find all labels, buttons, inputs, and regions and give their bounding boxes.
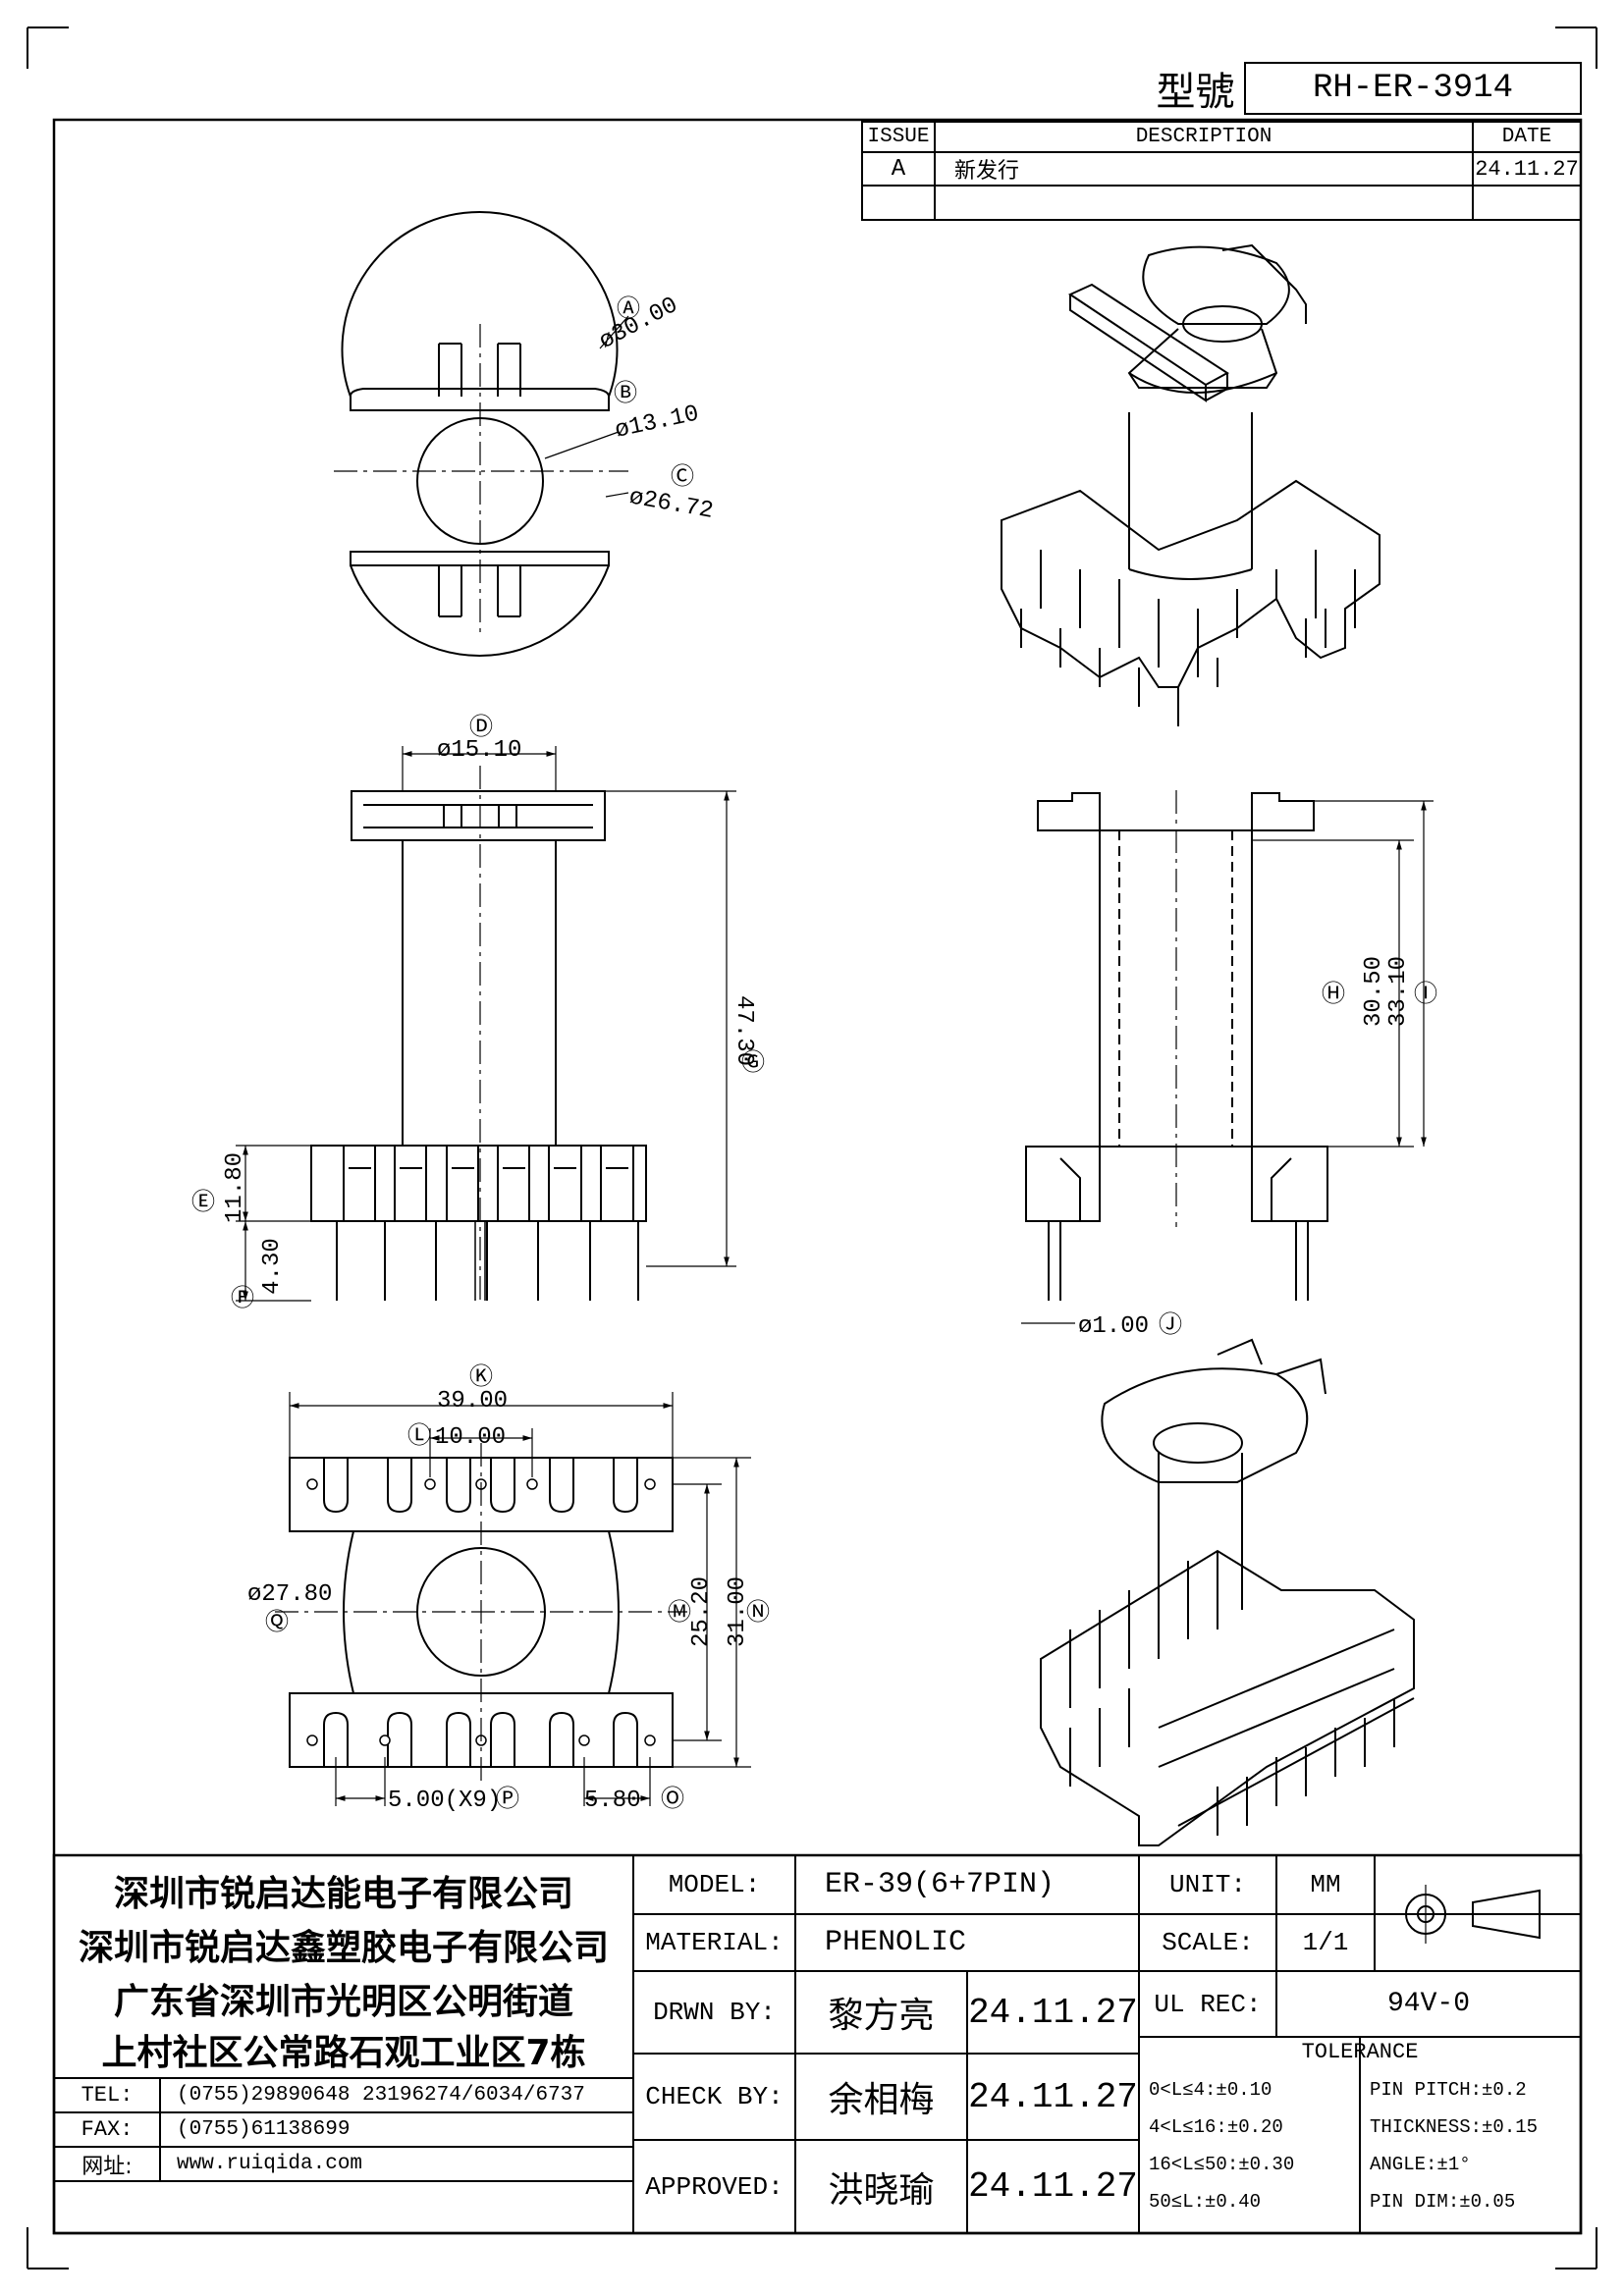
tolerance-right-4: PIN DIM:±0.05 [1370, 2191, 1516, 2213]
revision-table [861, 121, 1582, 221]
scale-label: SCALE: [1162, 1928, 1254, 1957]
rev-col-description: DESCRIPTION [1135, 126, 1272, 148]
dim-marker-i: Ⓘ [1414, 981, 1437, 1009]
dim-g: 47.30 [731, 995, 757, 1066]
tolerance-left-4: 50≤L:±0.40 [1149, 2191, 1262, 2213]
rev-col-date: DATE [1501, 126, 1552, 148]
dim-i: 33.10 [1385, 956, 1412, 1027]
ul-rec-value: 94V-0 [1386, 1989, 1470, 2019]
company-line-2: 深圳市锐启达鑫塑胶电子有限公司 [78, 1928, 609, 1968]
rev-date: 24.11.27 [1475, 156, 1579, 182]
dim-marker-f: Ⓕ [231, 1285, 254, 1313]
approved-name: 洪晓瑜 [828, 2169, 935, 2211]
model-label: 型號 [1156, 70, 1235, 115]
rev-col-issue: ISSUE [867, 126, 930, 148]
dim-marker-d: Ⓓ [469, 714, 493, 742]
unit-label: UNIT: [1168, 1870, 1246, 1899]
dim-m: 25.20 [688, 1576, 715, 1647]
drawn-by-name: 黎方亮 [828, 1996, 935, 2036]
dim-marker-b: Ⓑ [614, 380, 637, 408]
top-view [334, 211, 629, 657]
web-value: www.ruiqida.com [177, 2153, 363, 2175]
dim-marker-k: Ⓚ [469, 1363, 493, 1392]
dim-p: 5.00(X9) [388, 1788, 501, 1814]
dim-o: 5.80 [584, 1788, 641, 1814]
approved-date: 24.11.27 [968, 2166, 1138, 2207]
tolerance-left-1: 0<L≤4:±0.10 [1149, 2079, 1272, 2101]
bottom-view [275, 1392, 751, 1806]
dim-n: 31.00 [725, 1576, 751, 1647]
dim-e: 11.80 [222, 1152, 248, 1223]
dim-marker-j: Ⓙ [1159, 1311, 1182, 1340]
tolerance-left-3: 16<L≤50:±0.30 [1149, 2154, 1295, 2175]
dim-c: ø26.72 [627, 484, 716, 525]
fax-value: (0755)61138699 [177, 2118, 351, 2141]
fax-label: FAX: [81, 2117, 134, 2142]
isometric-view-top [1001, 243, 1380, 726]
dim-marker-c: Ⓒ [671, 463, 694, 492]
dim-j: ø1.00 [1078, 1313, 1149, 1340]
tolerance-right-2: THICKNESS:±0.15 [1370, 2116, 1539, 2138]
dim-marker-l: Ⓛ [407, 1422, 431, 1451]
company-line-1: 深圳市锐启达能电子有限公司 [113, 1874, 573, 1914]
dim-f: 4.30 [259, 1238, 286, 1295]
approved-label: APPROVED: [645, 2171, 784, 2202]
dim-marker-q: Ⓠ [265, 1609, 289, 1637]
tolerance-right-1: PIN PITCH:±0.2 [1370, 2079, 1527, 2101]
unit-value: MM [1310, 1870, 1341, 1899]
tolerance-right-3: ANGLE:±1° [1370, 2154, 1471, 2175]
tel-label: TEL: [81, 2083, 134, 2108]
dim-marker-h: Ⓗ [1322, 981, 1345, 1009]
front-view [236, 746, 736, 1306]
dim-d: ø15.10 [437, 737, 521, 764]
check-date: 24.11.27 [968, 2076, 1138, 2117]
dim-q: ø27.80 [247, 1581, 332, 1608]
dim-marker-n: Ⓝ [746, 1599, 770, 1628]
model-field-label: MODEL: [668, 1870, 761, 1899]
dim-l: 10.00 [435, 1424, 506, 1451]
tel-value: (0755)29890648 23196274/6034/6737 [177, 2084, 585, 2107]
side-view [1021, 790, 1434, 1324]
model-field-value: ER-39(6+7PIN) [825, 1868, 1056, 1901]
check-by-label: CHECK BY: [645, 2082, 784, 2111]
isometric-view-bottom [1040, 1338, 1415, 1846]
rev-description: 新发行 [954, 159, 1020, 184]
web-label: 网址: [81, 2154, 133, 2179]
drawn-date: 24.11.27 [968, 1992, 1138, 2033]
drawn-by-label: DRWN BY: [653, 1998, 776, 2027]
dim-marker-e: Ⓔ [191, 1189, 215, 1217]
ul-rec-label: UL REC: [1154, 1989, 1262, 2019]
dim-marker-p: Ⓟ [496, 1786, 519, 1814]
company-line-4: 上村社区公常路石观工业区7栋 [101, 2033, 586, 2073]
dim-marker-o: Ⓞ [661, 1786, 684, 1814]
model-number: RH-ER-3914 [1312, 70, 1514, 107]
company-line-3: 广东省深圳市光明区公明街道 [113, 1982, 573, 2022]
title-block [52, 1853, 1583, 2235]
material-value: PHENOLIC [825, 1926, 967, 1959]
dim-marker-g: Ⓖ [741, 1049, 765, 1078]
check-by-name: 余相梅 [828, 2080, 935, 2120]
dim-h: 30.50 [1361, 956, 1387, 1027]
scale-value: 1/1 [1302, 1928, 1349, 1957]
dim-k: 39.00 [437, 1388, 508, 1415]
material-label: MATERIAL: [645, 1928, 784, 1957]
tolerance-left-2: 4<L≤16:±0.20 [1149, 2116, 1283, 2138]
model-number-box [1244, 62, 1582, 115]
dim-marker-m: Ⓜ [668, 1599, 691, 1628]
dim-marker-a: Ⓐ [617, 295, 640, 324]
tolerance-title: TOLERANCE [1301, 2039, 1419, 2064]
rev-issue: A [891, 155, 906, 183]
